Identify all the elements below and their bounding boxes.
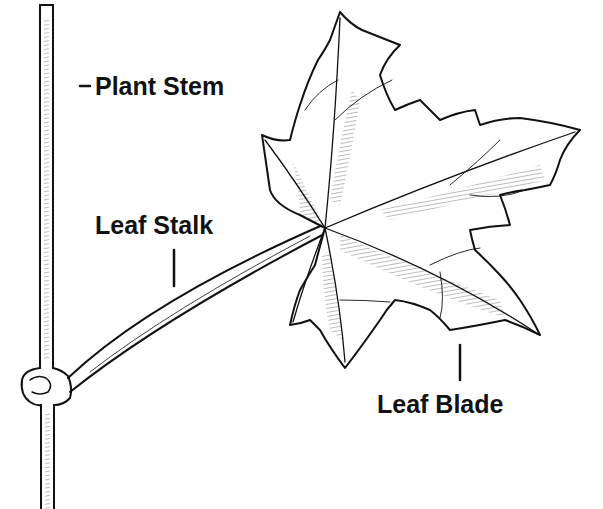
leaf-stalk: [68, 224, 328, 392]
leader-line: [173, 250, 176, 286]
part-label: Leaf Blade: [376, 392, 504, 417]
part-label: Leaf Stalk: [94, 213, 214, 238]
part-label: Plant Stem: [94, 74, 225, 99]
leader-line: [459, 345, 462, 380]
leaf-blade: [262, 12, 580, 368]
leader-line: [80, 85, 90, 88]
plant-stem: [22, 5, 71, 509]
